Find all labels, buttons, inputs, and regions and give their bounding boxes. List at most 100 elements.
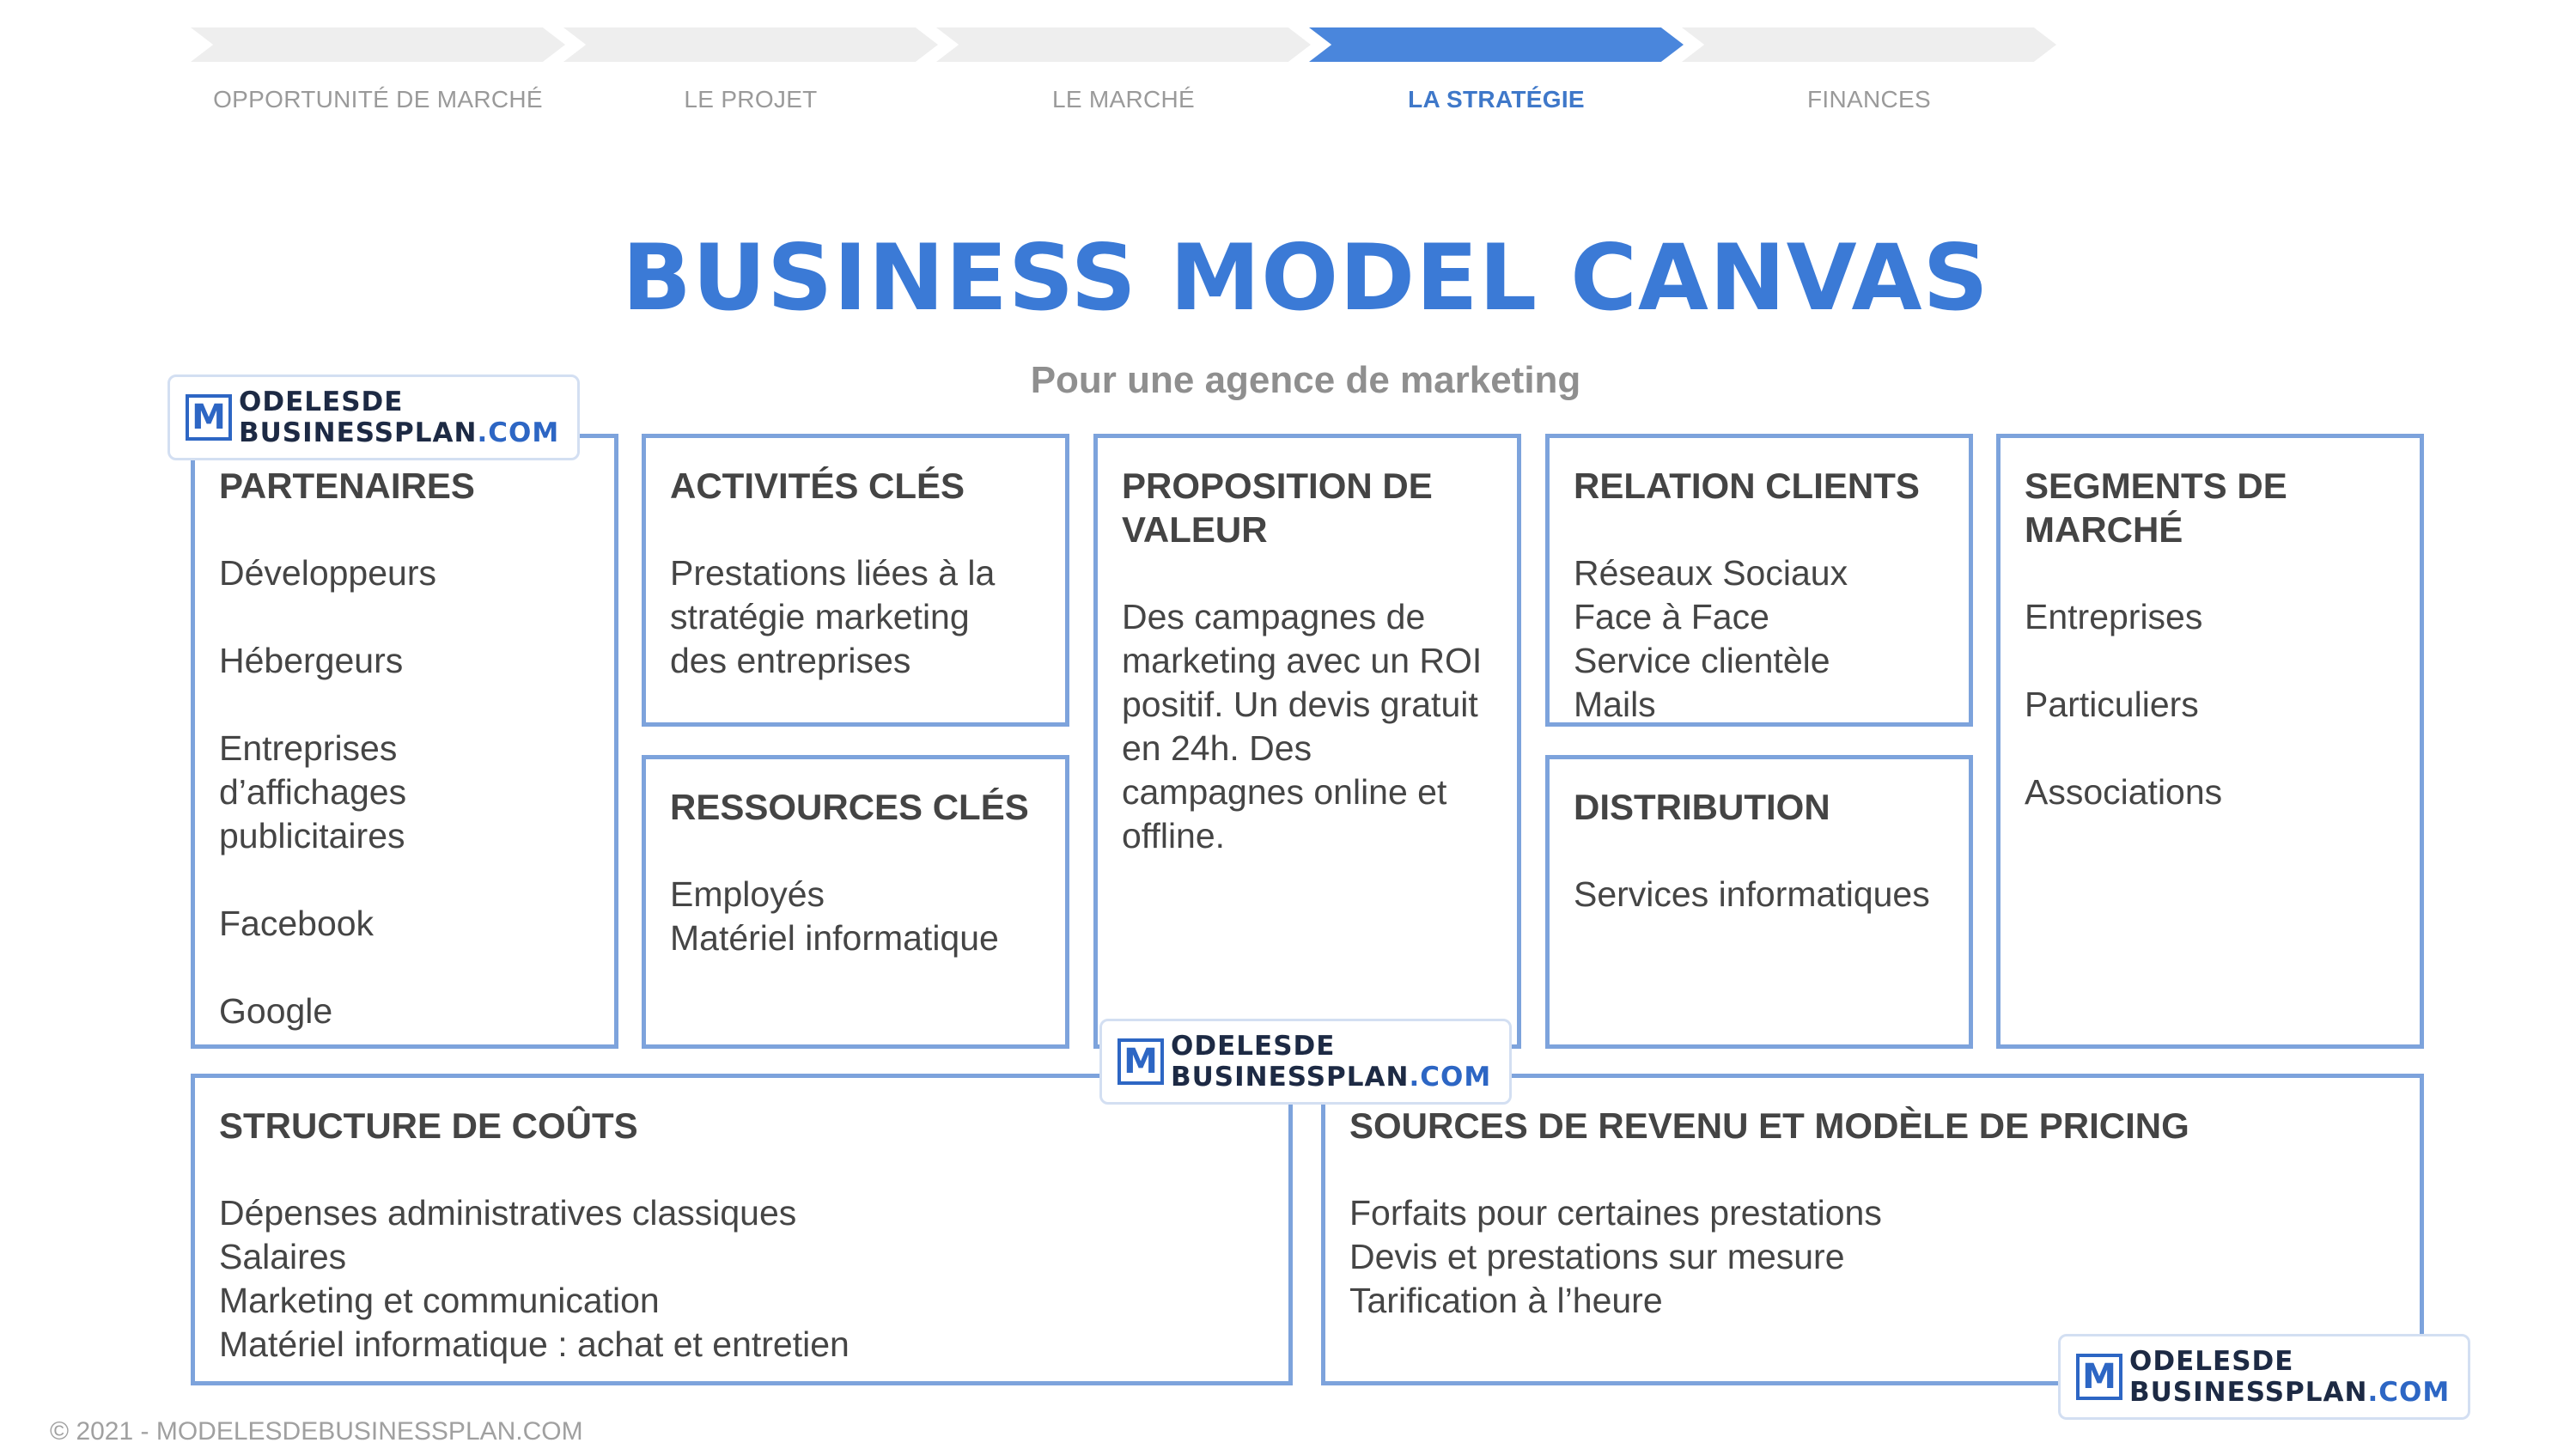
box-text: Services informatiques (1574, 873, 1945, 916)
box-segments-marche: SEGMENTS DE MARCHÉ Entreprises Particuli… (1996, 434, 2424, 1049)
list-item: Dépenses administratives classiques (219, 1193, 797, 1233)
box-text: Entreprises Particuliers Associations (2025, 595, 2396, 814)
step-chevron-active[interactable] (1309, 27, 1684, 62)
list-item (219, 858, 590, 902)
logo-suffix: .COM (477, 417, 560, 448)
box-ressources-cles: RESSOURCES CLÉS Employés Matériel inform… (642, 755, 1069, 1049)
list-item: Employés (670, 874, 825, 914)
brand-logo[interactable]: M ODELESDE BUSINESSPLAN.COM (167, 374, 580, 460)
logo-line1: ODELESDE (1171, 1031, 1336, 1062)
list-item: marketing avec un ROI (1122, 641, 1483, 680)
box-title: PROPOSITION DE VALEUR (1122, 464, 1493, 551)
step-label-opportunite[interactable]: OPPORTUNITÉ DE MARCHÉ (213, 86, 543, 113)
box-distribution: DISTRIBUTION Services informatiques (1545, 755, 1973, 1049)
list-item: Hébergeurs (219, 641, 404, 680)
list-item: Associations (2025, 772, 2223, 812)
box-text: Forfaits pour certaines prestations Devi… (1349, 1191, 2396, 1323)
box-proposition-valeur: PROPOSITION DE VALEUR Des campagnes de m… (1093, 434, 1521, 1049)
box-title: STRUCTURE DE COÛTS (219, 1105, 638, 1146)
box-text: Prestations liées à la stratégie marketi… (670, 551, 1041, 683)
box-title-line: PROPOSITION DE (1122, 466, 1433, 506)
list-item (219, 946, 590, 989)
list-item: stratégie marketing (670, 597, 970, 636)
page-title: BUSINESS MODEL CANVAS (622, 225, 1989, 331)
logo-line1: ODELESDE (2129, 1346, 2294, 1377)
logo-wordmark: ODELESDE BUSINESSPLAN.COM (2129, 1346, 2450, 1408)
list-item: Services informatiques (1574, 874, 1930, 914)
list-item: Forfaits pour certaines prestations (1349, 1193, 1882, 1233)
list-item: Google (219, 991, 333, 1031)
box-partenaires: PARTENAIRES Développeurs Hébergeurs Entr… (191, 434, 618, 1049)
logo-mark-icon: M (2076, 1354, 2122, 1400)
box-title-line: SEGMENTS DE (2025, 466, 2287, 506)
box-activites-cles: ACTIVITÉS CLÉS Prestations liées à la st… (642, 434, 1069, 727)
list-item: Entreprises (219, 728, 398, 768)
list-item: d’affichages (219, 772, 407, 812)
box-title-line: MARCHÉ (2025, 509, 2183, 550)
list-item: Salaires (219, 1237, 347, 1276)
list-item (219, 595, 590, 639)
list-item: Tarification à l’heure (1349, 1281, 1663, 1320)
box-title: DISTRIBUTION (1574, 787, 1830, 827)
step-chevron[interactable] (936, 27, 1311, 62)
list-item: Devis et prestations sur mesure (1349, 1237, 1845, 1276)
list-item: campagnes online et (1122, 772, 1447, 812)
box-sources-revenu: SOURCES DE REVENU ET MODÈLE DE PRICING F… (1321, 1074, 2424, 1385)
list-item: Prestations liées à la (670, 553, 996, 593)
list-item: positif. Un devis gratuit (1122, 685, 1478, 724)
list-item: Mails (1574, 685, 1656, 724)
list-item: Facebook (219, 904, 375, 943)
list-item: Développeurs (219, 553, 436, 593)
step-label-marche[interactable]: LE MARCHÉ (1051, 86, 1196, 113)
list-item: Marketing et communication (219, 1281, 660, 1320)
box-title: RELATION CLIENTS (1574, 466, 1920, 506)
brand-logo[interactable]: M ODELESDE BUSINESSPLAN.COM (2058, 1334, 2470, 1420)
list-item: Matériel informatique (670, 918, 999, 958)
list-item: Entreprises (2025, 597, 2203, 636)
logo-wordmark: ODELESDE BUSINESSPLAN.COM (239, 387, 559, 448)
logo-line2-text: BUSINESSPLAN (2129, 1377, 2368, 1408)
logo-line2-text: BUSINESSPLAN (239, 417, 478, 448)
box-title: RESSOURCES CLÉS (670, 787, 1029, 827)
box-relation-clients: RELATION CLIENTS Réseaux Sociaux Face à … (1545, 434, 1973, 727)
logo-suffix: .COM (1409, 1062, 1492, 1093)
copyright-footer: © 2021 - MODELESDEBUSINESSPLAN.COM (50, 1417, 583, 1446)
list-item: publicitaires (219, 816, 405, 855)
step-chevron[interactable] (1682, 27, 2056, 62)
logo-mark-icon: M (1117, 1038, 1164, 1085)
step-label-finances[interactable]: FINANCES (1807, 86, 1931, 113)
logo-line2: BUSINESSPLAN.COM (1171, 1062, 1491, 1093)
box-title-line: VALEUR (1122, 509, 1268, 550)
logo-line2-text: BUSINESSPLAN (1171, 1062, 1410, 1093)
box-text: Dépenses administratives classiques Sala… (219, 1191, 1264, 1367)
box-title: SEGMENTS DE MARCHÉ (2025, 464, 2396, 551)
logo-suffix: .COM (2367, 1377, 2451, 1408)
step-label-strategie[interactable]: LA STRATÉGIE (1408, 86, 1585, 113)
logo-line1: ODELESDE (239, 387, 404, 417)
list-item: Réseaux Sociaux (1574, 553, 1848, 593)
list-item: en 24h. Des (1122, 728, 1312, 768)
box-text: Des campagnes de marketing avec un ROI p… (1122, 595, 1493, 858)
step-chevron[interactable] (563, 27, 938, 62)
list-item: Service clientèle (1574, 641, 1830, 680)
box-title: SOURCES DE REVENU ET MODÈLE DE PRICING (1349, 1105, 2189, 1146)
list-item: Particuliers (2025, 685, 2199, 724)
box-text: Réseaux Sociaux Face à Face Service clie… (1574, 551, 1945, 724)
logo-line2: BUSINESSPLAN.COM (239, 417, 559, 448)
page-subtitle: Pour une agence de marketing (1030, 359, 1581, 401)
brand-logo[interactable]: M ODELESDE BUSINESSPLAN.COM (1099, 1019, 1512, 1105)
list-item: Face à Face (1574, 597, 1769, 636)
step-label-projet[interactable]: LE PROJET (684, 86, 818, 113)
list-item (2025, 639, 2396, 683)
logo-mark-icon: M (186, 394, 232, 441)
list-item: Des campagnes de (1122, 597, 1426, 636)
logo-wordmark: ODELESDE BUSINESSPLAN.COM (1171, 1031, 1491, 1093)
box-text: Développeurs Hébergeurs Entreprises d’af… (219, 551, 590, 1033)
logo-line2: BUSINESSPLAN.COM (2129, 1377, 2450, 1408)
list-item: Matériel informatique : achat et entreti… (219, 1324, 850, 1364)
list-item: des entreprises (670, 641, 911, 680)
box-title: PARTENAIRES (219, 466, 475, 506)
step-chevron[interactable] (191, 27, 565, 62)
list-item: offline. (1122, 816, 1226, 855)
progress-stepper: OPPORTUNITÉ DE MARCHÉ LE PROJET LE MARCH… (0, 0, 2576, 146)
